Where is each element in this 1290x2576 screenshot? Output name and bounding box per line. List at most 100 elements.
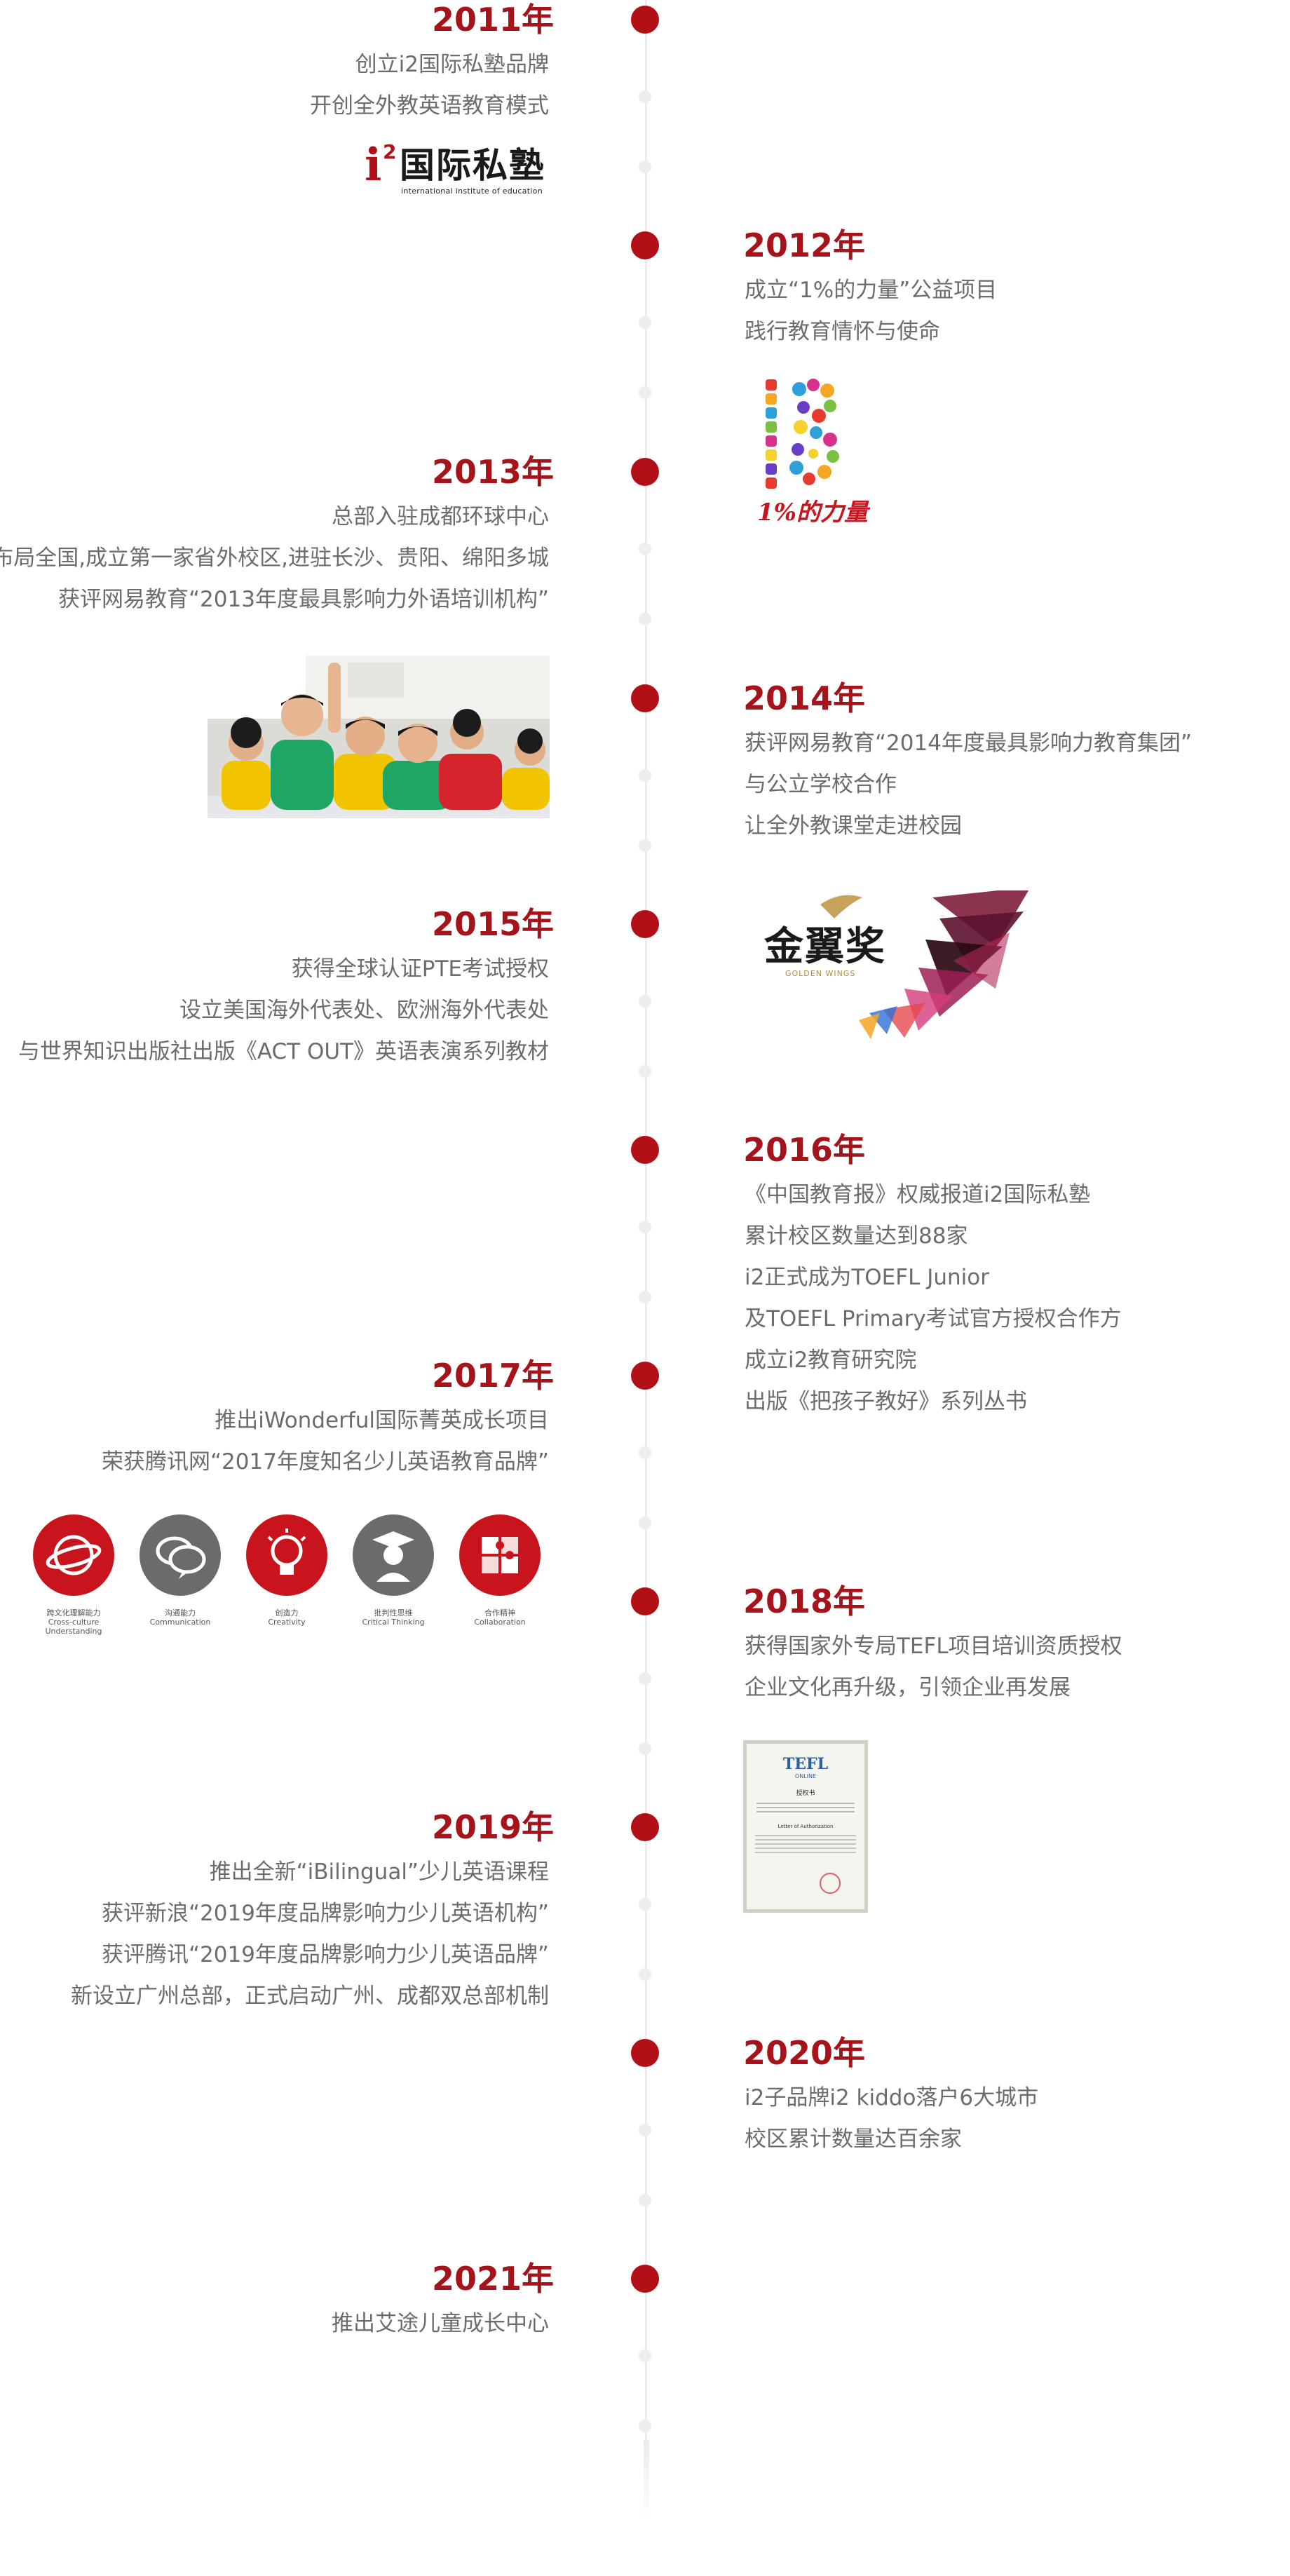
timeline-minor-dot (639, 2124, 651, 2136)
skill-en-label: Collaboration (474, 1618, 526, 1627)
entry-2013: 总部入驻成都环球中心 布局全国,成立第一家省外校区,进驻长沙、贵阳、绵阳多城 获… (0, 496, 549, 621)
entry-line: 成立“1%的力量”公益项目 (745, 278, 998, 303)
skill-en-label: Communication (149, 1618, 211, 1627)
entry-line: 新设立广州总部，正式启动广州、成都双总部机制 (71, 1984, 549, 2009)
classroom-children-photo (208, 656, 550, 818)
timeline-dot-2019 (631, 1813, 659, 1841)
timeline-minor-dot (639, 1517, 651, 1529)
skill-en-label: Creativity (268, 1618, 306, 1627)
year-2011: 2011年 (431, 1, 554, 39)
timeline-minor-dot (639, 2350, 651, 2362)
timeline-minor-dot (639, 1742, 651, 1755)
entry-line: 开创全外教英语教育模式 (310, 93, 549, 118)
timeline-spine (645, 0, 647, 2496)
i2-logo-image: i 2 国际私塾 international institute of educ… (365, 140, 554, 199)
skill-cn-label: 合作精神 (484, 1608, 515, 1618)
entry-line: 践行教育情怀与使命 (745, 319, 940, 344)
year-2012: 2012年 (743, 226, 866, 264)
timeline-minor-dot (639, 2420, 651, 2432)
entry-2018: 获得国家外专局TEFL项目培训资质授权 企业文化再升级，引领企业再发展 (745, 1626, 1122, 1709)
year-2014: 2014年 (743, 679, 866, 717)
entry-line: 推出艾途儿童成长中心 (332, 2311, 549, 2336)
entry-line: 布局全国,成立第一家省外校区,进驻长沙、贵阳、绵阳多城 (0, 545, 549, 571)
timeline-minor-dot (639, 386, 651, 399)
entry-line: 及TOEFL Primary考试官方授权合作方 (745, 1306, 1122, 1331)
timeline-dot-2021 (631, 2265, 659, 2293)
entry-line: 获评腾讯“2019年度品牌影响力少儿英语品牌” (101, 1942, 549, 1967)
entry-line: 获评新浪“2019年度品牌影响力少儿英语机构” (101, 1901, 549, 1926)
i2-logo-sup: 2 (383, 140, 397, 163)
speech-bubbles-icon (140, 1514, 221, 1596)
timeline-minor-dot (639, 1065, 651, 1078)
entry-line: 创立i2国际私塾品牌 (355, 52, 549, 77)
timeline-dot-2020 (631, 2039, 659, 2067)
entry-2016: 《中国教育报》权威报道i2国际私塾 累计校区数量达到88家 i2正式成为TOEF… (745, 1174, 1122, 1423)
year-2019: 2019年 (431, 1808, 554, 1846)
timeline-minor-dot (639, 161, 651, 173)
entry-line: 推出全新“iBilingual”少儿英语课程 (209, 1859, 549, 1885)
certificate-logo: TEFL (782, 1755, 829, 1773)
timeline-dot-2013 (631, 458, 659, 486)
entry-line: 获得全球认证PTE考试授权 (291, 956, 549, 982)
skill-cn-label: 创造力 (275, 1608, 299, 1618)
entry-line: 荣获腾讯网“2017年度知名少儿英语教育品牌” (101, 1449, 549, 1475)
graduate-icon (353, 1514, 434, 1596)
certificate-heading: 授权书 (796, 1790, 815, 1797)
entry-line: 获评网易教育“2014年度最具影响力教育集团” (745, 731, 1193, 756)
colorful-18-graphic (766, 379, 839, 489)
entry-2011: 创立i2国际私塾品牌 开创全外教英语教育模式 (310, 44, 549, 127)
timeline-minor-dot (639, 316, 651, 329)
timeline-minor-dot (639, 1898, 651, 1911)
entry-line: 出版《把孩子教好》系列丛书 (745, 1389, 1027, 1414)
entry-line: 《中国教育报》权威报道i2国际私塾 (745, 1182, 1091, 1207)
one-percent-logo-image: 1%的力量 (757, 375, 897, 529)
entry-2014: 获评网易教育“2014年度最具影响力教育集团” 与公立学校合作 让全外教课堂走进… (745, 723, 1192, 847)
lightbulb-icon (246, 1514, 327, 1596)
timeline-dot-2018 (631, 1587, 659, 1615)
timeline-minor-dot (639, 1221, 651, 1233)
year-2016: 2016年 (743, 1131, 866, 1169)
skill-en-label: Cross-culture Understanding (45, 1618, 102, 1636)
timeline-minor-dot (639, 1291, 651, 1303)
year-2015: 2015年 (431, 905, 554, 943)
timeline-minor-dot (639, 1446, 651, 1459)
timeline-dot-2017 (631, 1362, 659, 1390)
tefl-certificate-image: TEFL ONLINE 授权书 Letter of Authorization (743, 1740, 868, 1913)
certificate-seal (820, 1873, 841, 1894)
entry-line: 总部入驻成都环球中心 (332, 504, 549, 529)
entry-2020: i2子品牌i2 kiddo落户6大城市 校区累计数量达百余家 (745, 2077, 1038, 2160)
year-2021: 2021年 (431, 2260, 554, 2298)
entry-line: 成立i2教育研究院 (745, 1348, 917, 1373)
golden-wings-subtitle: GOLDEN WINGS (785, 969, 856, 978)
puzzle-icon (459, 1514, 541, 1596)
entry-2021: 推出艾途儿童成长中心 (332, 2303, 549, 2345)
entry-line: 设立美国海外代表处、欧洲海外代表处 (179, 998, 549, 1023)
timeline-spine-fade (644, 2440, 649, 2524)
timeline-minor-dot (639, 769, 651, 782)
year-2020: 2020年 (743, 2034, 866, 2072)
skill-en-label: Critical Thinking (362, 1618, 425, 1627)
entry-2012: 成立“1%的力量”公益项目 践行教育情怀与使命 (745, 270, 997, 353)
certificate-logo-sub: ONLINE (794, 1773, 817, 1780)
timeline-dot-2015 (631, 910, 659, 938)
timeline-dot-2011 (631, 6, 659, 34)
year-2013: 2013年 (431, 453, 554, 491)
entry-line: 校区累计数量达百余家 (745, 2127, 962, 2152)
i2-logo-mark: i (365, 139, 382, 191)
timeline-minor-dot (639, 1672, 651, 1685)
entry-2015: 获得全球认证PTE考试授权 设立美国海外代表处、欧洲海外代表处 与世界知识出版社… (18, 949, 549, 1073)
timeline-minor-dot (639, 90, 651, 103)
globe-ring-icon (33, 1514, 114, 1596)
golden-wings-award-image: 金翼奖 GOLDEN WINGS (764, 887, 1045, 1045)
timeline-minor-dot (639, 543, 651, 555)
i2-logo-name: 国际私塾 (400, 145, 545, 186)
entry-line: 让全外教课堂走进校园 (745, 813, 962, 839)
entry-line: 获得国家外专局TEFL项目培训资质授权 (745, 1634, 1122, 1659)
timeline-minor-dot (639, 839, 651, 852)
timeline-dot-2014 (631, 684, 659, 712)
entry-line: 获评网易教育“2013年度最具影响力外语培训机构” (57, 587, 549, 612)
one-percent-caption: 1%的力量 (757, 499, 868, 527)
